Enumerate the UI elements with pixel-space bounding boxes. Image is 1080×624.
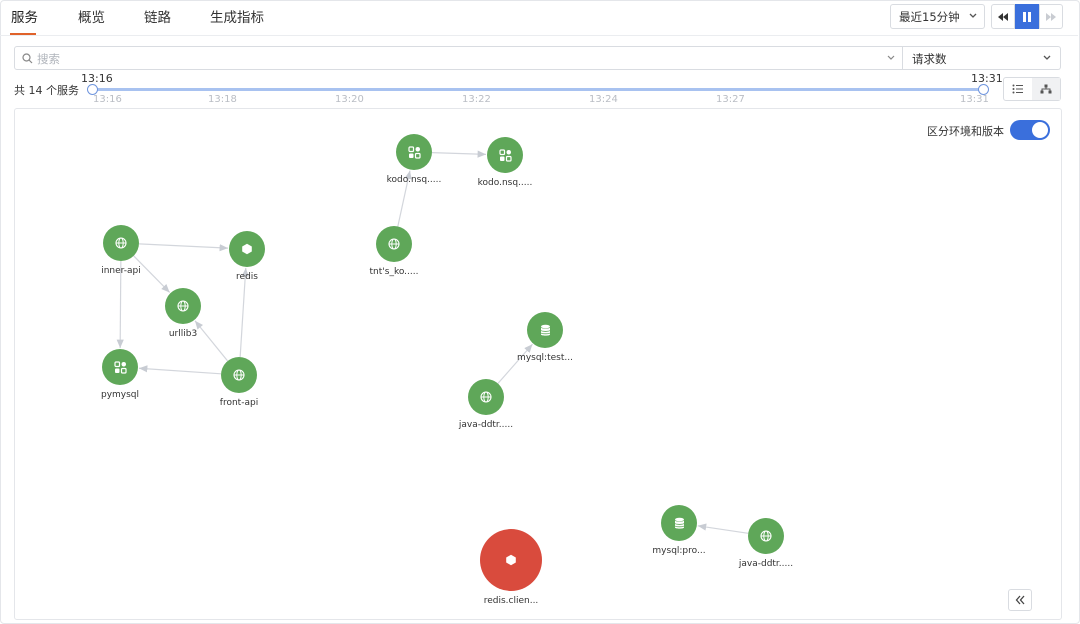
edge-inner-urllib3 xyxy=(133,255,171,293)
service-node-label: inner-api xyxy=(101,266,141,276)
metric-select-value: 请求数 xyxy=(912,52,947,66)
service-node-tnt[interactable] xyxy=(376,226,412,262)
grid-icon xyxy=(113,360,127,374)
service-count: 共 14 个服务 xyxy=(14,84,79,97)
search-icon xyxy=(22,53,33,64)
service-node-label: java-ddtr..... xyxy=(738,559,794,569)
timeline-end-label: 13:31 xyxy=(971,72,1003,85)
edge-front-urllib3 xyxy=(194,320,229,362)
edge-inner-redis xyxy=(138,243,229,252)
service-node-redisclient[interactable] xyxy=(480,529,542,591)
active-tab-indicator xyxy=(10,33,36,35)
service-node-kodo1[interactable] xyxy=(396,134,432,170)
time-range-value: 最近15分钟 xyxy=(899,10,960,24)
service-node-label: urllib3 xyxy=(168,329,198,339)
rewind-button[interactable] xyxy=(991,4,1015,29)
service-node-mysqlpro[interactable] xyxy=(661,505,697,541)
edge-java2-mysqlpro xyxy=(697,523,749,534)
edge-front-redis xyxy=(239,267,249,358)
service-node-label: mysql:test... xyxy=(517,353,573,363)
service-node-label: tnt's_ko..... xyxy=(369,267,419,277)
service-node-front[interactable] xyxy=(221,357,257,393)
service-node-java1[interactable] xyxy=(468,379,504,415)
fast-forward-button[interactable] xyxy=(1039,4,1063,29)
list-icon xyxy=(1012,84,1023,94)
service-node-label: redis xyxy=(236,272,258,282)
globe-icon xyxy=(760,530,772,542)
tab-traces[interactable]: 链路 xyxy=(144,10,171,26)
pause-button[interactable] xyxy=(1015,4,1039,29)
timeline-tick: 13:18 xyxy=(208,94,237,105)
grid-icon xyxy=(498,148,512,162)
globe-icon xyxy=(388,238,400,250)
service-node-kodo2[interactable] xyxy=(487,137,523,173)
service-node-label: redis.clien... xyxy=(483,596,539,606)
edge-java1-mysqltest xyxy=(497,343,533,384)
database-icon xyxy=(674,517,685,530)
search-input[interactable]: 搜索 xyxy=(14,46,903,70)
env-version-switch[interactable] xyxy=(1010,120,1050,140)
timeline-start-label: 13:16 xyxy=(81,72,113,85)
edge-kodo1-kodo2 xyxy=(431,150,487,158)
timeline-track[interactable] xyxy=(92,88,984,91)
edge-tnt-kodo1 xyxy=(397,170,412,227)
hexagon-icon xyxy=(505,554,517,566)
globe-icon xyxy=(177,300,189,312)
metric-select[interactable]: 请求数 xyxy=(903,46,1061,70)
env-toggle-label: 区分环境和版本 xyxy=(927,125,1004,138)
view-mode-toggle xyxy=(1003,77,1061,101)
timeline-tick: 13:20 xyxy=(335,94,364,105)
service-node-label: front-api xyxy=(219,398,259,408)
service-node-label: pymysql xyxy=(100,390,140,400)
pause-icon xyxy=(1023,11,1031,22)
topology-view-button[interactable] xyxy=(1032,78,1060,100)
tab-overview[interactable]: 概览 xyxy=(78,10,105,26)
rewind-icon xyxy=(998,12,1008,21)
service-node-label: kodo.nsq..... xyxy=(477,178,533,188)
edge-inner-pymysql xyxy=(116,260,124,349)
timeline-tick: 13:31 xyxy=(960,94,989,105)
tab-bar: 服务 概览 链路 生成指标 xyxy=(0,0,1078,36)
timeline-tick: 13:22 xyxy=(462,94,491,105)
topology-icon xyxy=(1040,84,1052,94)
service-node-label: java-ddtr..... xyxy=(458,420,514,430)
grid-icon xyxy=(407,145,421,159)
chevron-down-icon xyxy=(969,13,977,18)
chevron-down-icon xyxy=(1043,55,1051,60)
service-node-java2[interactable] xyxy=(748,518,784,554)
service-node-pymysql[interactable] xyxy=(102,349,138,385)
globe-icon xyxy=(480,391,492,403)
service-node-inner[interactable] xyxy=(103,225,139,261)
double-chevron-left-icon xyxy=(1015,595,1025,605)
service-node-redis[interactable] xyxy=(229,231,265,267)
service-node-label: kodo.nsq..... xyxy=(386,175,442,185)
database-icon xyxy=(540,324,551,337)
service-node-mysqltest[interactable] xyxy=(527,312,563,348)
search-placeholder: 搜索 xyxy=(37,52,60,66)
service-node-urllib3[interactable] xyxy=(165,288,201,324)
globe-icon xyxy=(233,369,245,381)
time-range-select[interactable]: 最近15分钟 xyxy=(890,4,985,29)
list-view-button[interactable] xyxy=(1004,78,1032,100)
timeline-tick: 13:27 xyxy=(716,94,745,105)
switch-knob xyxy=(1032,122,1048,138)
tab-generate-metrics[interactable]: 生成指标 xyxy=(210,10,264,26)
collapse-panel-button[interactable] xyxy=(1008,589,1032,611)
topology-panel[interactable] xyxy=(14,108,1062,620)
hexagon-icon xyxy=(241,243,253,255)
timeline-tick: 13:24 xyxy=(589,94,618,105)
tab-services[interactable]: 服务 xyxy=(11,10,38,26)
chevron-down-icon xyxy=(887,55,895,60)
timeline-tick: 13:16 xyxy=(93,94,122,105)
timeline-start-handle[interactable] xyxy=(87,84,98,95)
globe-icon xyxy=(115,237,127,249)
edge-front-pymysql xyxy=(138,365,222,375)
fast-forward-icon xyxy=(1046,12,1056,21)
service-node-label: mysql:pro... xyxy=(652,546,706,556)
timeline-end-handle[interactable] xyxy=(978,84,989,95)
